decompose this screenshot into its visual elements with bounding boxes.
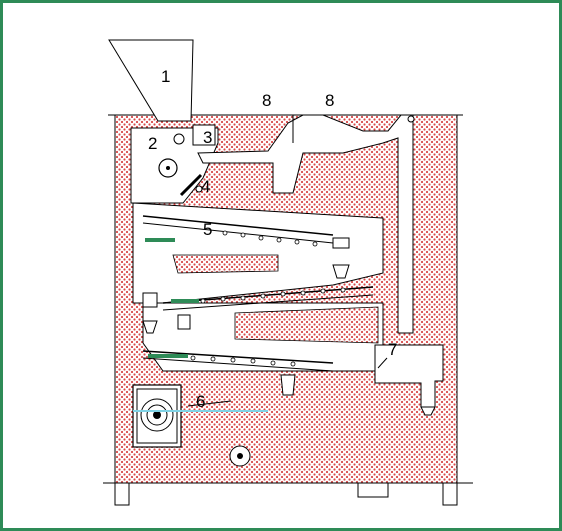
upper-wedge	[172, 254, 279, 274]
sieve-deck-1	[142, 215, 334, 247]
upper-sieve-chamber	[132, 202, 384, 304]
label-roller: 2	[148, 134, 157, 153]
label-outlet: 7	[388, 340, 397, 359]
outlet-7-spout	[420, 406, 436, 416]
agitator	[173, 133, 185, 145]
machine-diagram: 1 2 3 4 5 6 7 8 8	[103, 39, 473, 506]
duct-bolt	[407, 115, 415, 123]
leader-6	[187, 400, 232, 407]
valve-flap	[179, 173, 203, 197]
label-motor: 6	[196, 392, 205, 411]
label-fan-right: 8	[325, 91, 334, 110]
gate-box	[192, 124, 216, 146]
label-valve: 4	[201, 177, 210, 196]
machine-base	[103, 482, 473, 506]
outlet-spouts	[142, 237, 350, 396]
lower-wedge	[234, 306, 379, 344]
sieve-deck-3	[142, 350, 334, 372]
bottom-pulley-hub	[237, 453, 243, 459]
label-hopper: 1	[161, 67, 170, 86]
motor	[132, 384, 268, 448]
label-top-sieve: 5	[203, 220, 212, 239]
label-gate: 3	[203, 128, 212, 147]
label-fan-left: 8	[262, 91, 271, 110]
leader-7	[377, 357, 388, 369]
hopper	[108, 39, 194, 122]
air-duct	[197, 114, 414, 334]
feed-roller-hub	[166, 166, 170, 170]
sieve-deck-2	[162, 286, 374, 311]
valve-pivot	[195, 185, 203, 193]
